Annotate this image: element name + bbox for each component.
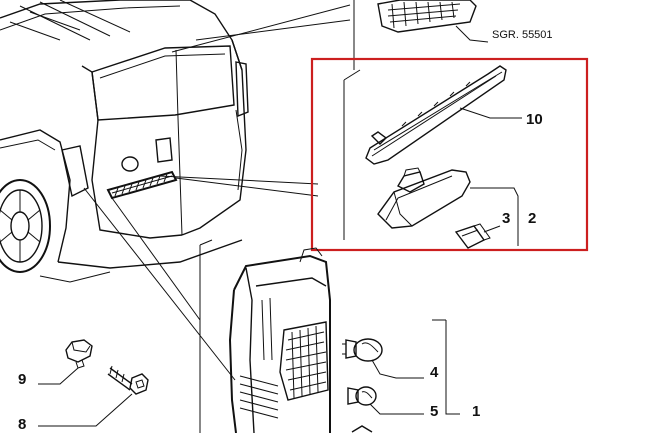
callout-8: 8 [18,416,26,433]
lamp-housing [377,167,519,246]
wedge-bulb [454,223,501,249]
screw [38,365,149,427]
rear-wheel [0,179,51,273]
callout-2: 2 [528,210,536,227]
grommet [38,339,93,385]
reference-lamp-part [353,0,489,70]
tail-lamp-assembly [199,239,460,433]
callout-3: 3 [502,210,510,227]
reference-code-label: SGR. 55501 [492,29,553,41]
callout-5: 5 [430,403,438,420]
leader-lines [83,4,351,381]
van-rear-illustration [0,0,249,283]
brand-emblem [121,156,139,172]
callout-9: 9 [18,371,26,388]
callout-4: 4 [430,364,439,381]
third-brake-light-lens [365,65,522,165]
round-bulb [342,338,424,379]
highlight-box [310,57,589,252]
small-bulb [347,386,424,433]
callout-1: 1 [472,403,480,420]
callout-10: 10 [526,111,543,128]
